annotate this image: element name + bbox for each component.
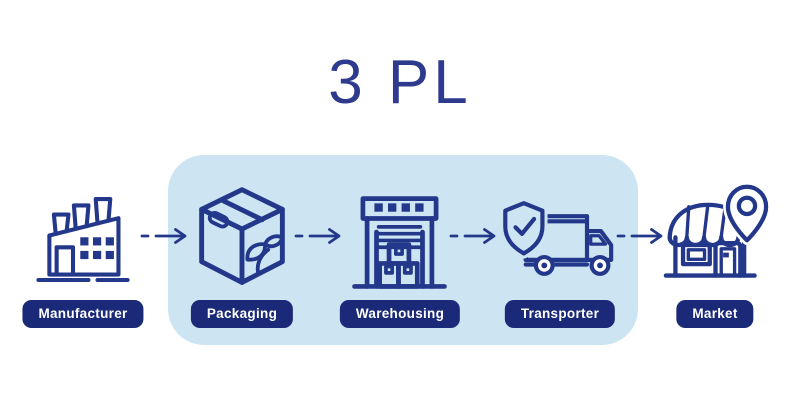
stage-label-pill: Transporter [504, 300, 616, 328]
factory-icon [33, 190, 133, 295]
stage-label: Transporter [520, 306, 600, 321]
stage-label: Packaging [206, 306, 278, 321]
stage-label-pill: Market [676, 300, 754, 328]
stage-label-pill: Warehousing [339, 300, 461, 328]
stage-label: Market [692, 306, 738, 321]
flow-arrow [139, 227, 193, 250]
secure-truck-icon [496, 192, 626, 290]
warehouse-icon [342, 184, 457, 304]
stage-label: Manufacturer [38, 306, 128, 321]
flow-arrow [615, 227, 669, 250]
stage-label-pill: Manufacturer [22, 300, 144, 328]
flow-arrow [293, 227, 347, 250]
stage-label-pill: Packaging [190, 300, 294, 328]
eco-box-icon [182, 181, 302, 306]
flow-arrow [448, 227, 502, 250]
storefront-pin-icon [658, 182, 773, 292]
stage-label: Warehousing [355, 306, 445, 321]
diagram-title: 3 PL [328, 48, 472, 117]
